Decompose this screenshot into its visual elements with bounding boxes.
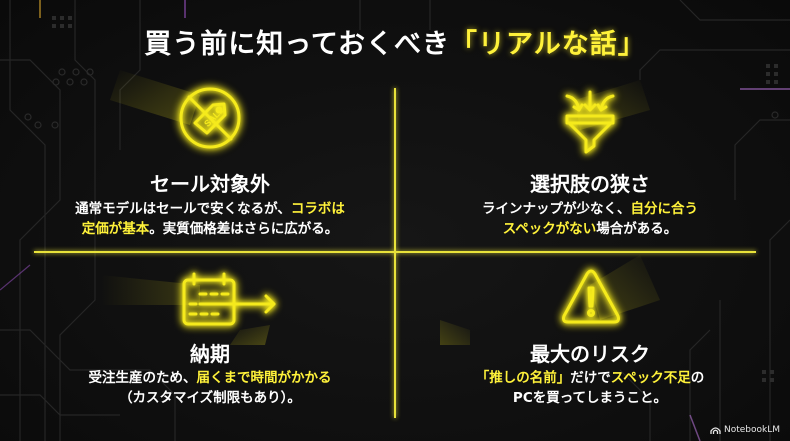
quadrant-title: 最大のリスク — [530, 342, 650, 366]
calendar-arrow-icon — [182, 272, 276, 326]
quadrant-description: 「推しの名前」だけでスペック不足の PCを買ってしまうこと。 — [475, 370, 705, 406]
title-text: 買う前に知っておくべき — [144, 29, 451, 60]
quadrant-limited-choice: 選択肢の狭さ ラインナップが少なく、自分に合う スペックがない場合がある。 — [410, 85, 770, 250]
quadrant-title: 選択肢の狭さ — [530, 172, 650, 196]
quadrant-no-sale: SALE セール対象外 通常モデルはセールで安くなるが、コラボは 定価が基本。実… — [30, 85, 390, 250]
quadrant-title: 納期 — [190, 342, 230, 366]
quadrant-description: 受注生産のため、届くまで時間がかかる （カスタマイズ制限もあり）。 — [88, 370, 332, 406]
branding-label: NotebookLM — [723, 425, 780, 435]
quadrant-biggest-risk: 最大のリスク 「推しの名前」だけでスペック不足の PCを買ってしまうこと。 — [410, 262, 770, 422]
quadrant-delivery: 納期 受注生産のため、届くまで時間がかかる （カスタマイズ制限もあり）。 — [30, 262, 390, 422]
warning-icon — [562, 269, 620, 324]
funnel-icon — [565, 90, 615, 154]
horizontal-divider — [34, 251, 756, 253]
vertical-divider — [394, 88, 396, 418]
quadrant-title: セール対象外 — [150, 172, 270, 196]
notebooklm-branding: NotebookLM — [710, 425, 780, 435]
title-highlight: 「リアルな話」 — [450, 29, 646, 60]
notebooklm-logo-icon — [710, 427, 721, 434]
slide-title: 買う前に知っておくべき「リアルな話」 — [0, 22, 790, 61]
quadrant-description: ラインナップが少なく、自分に合う スペックがない場合がある。 — [482, 201, 698, 237]
quadrant-description: 通常モデルはセールで安くなるが、コラボは 定価が基本。実質価格差はさらに広がる。 — [75, 201, 345, 237]
no-sale-tag-icon: SALE — [179, 87, 241, 149]
